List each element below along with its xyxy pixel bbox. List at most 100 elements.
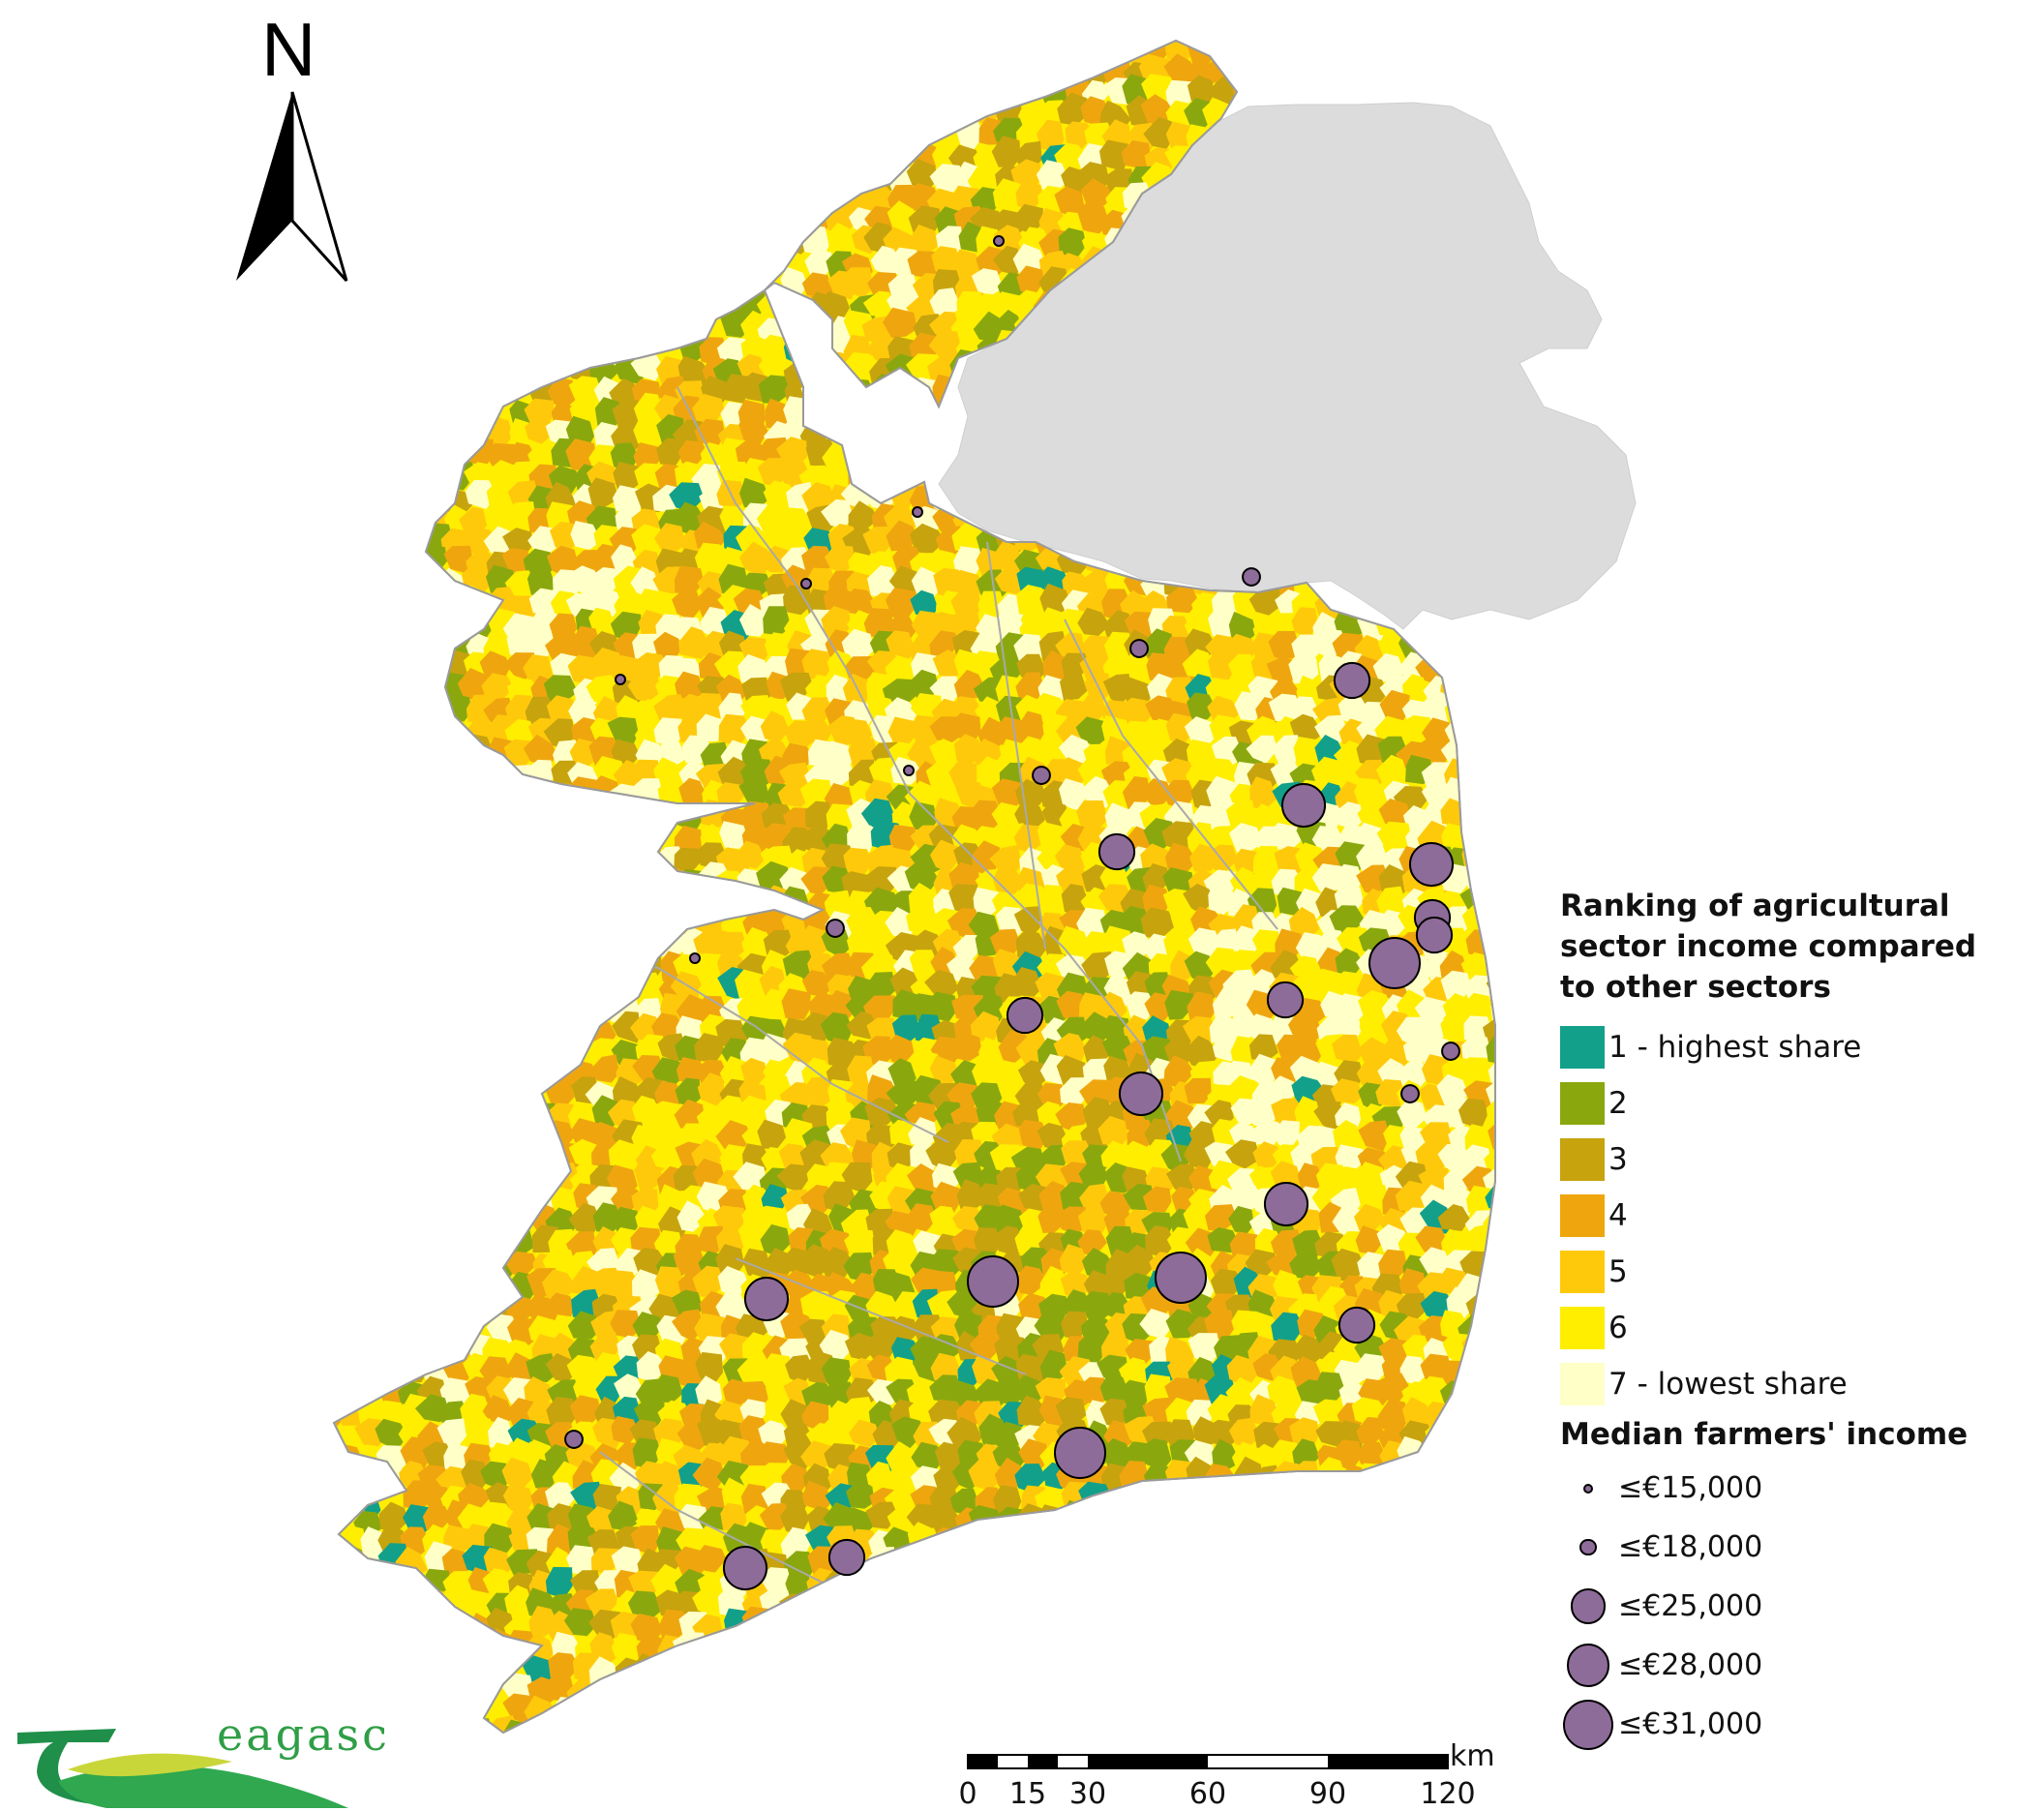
ranking-cell [929, 839, 960, 873]
ranking-cell [361, 338, 389, 367]
ranking-cell [1315, 1649, 1349, 1679]
ranking-cell [1462, 800, 1494, 830]
ranking-cell [786, 316, 814, 346]
ranking-cell [825, 100, 855, 131]
ranking-cell [334, 737, 364, 769]
ranking-cell [973, 41, 1006, 67]
ranking-cell [398, 1247, 429, 1280]
ranking-cell [1465, 754, 1495, 790]
ranking-cell [659, 142, 690, 174]
ranking-cell [373, 651, 407, 681]
ranking-cell [738, 222, 768, 254]
ranking-cell [1162, 1654, 1192, 1686]
ranking-cell [1183, 883, 1217, 912]
ranking-cell [785, 1690, 819, 1722]
ranking-cell [400, 1143, 429, 1174]
ranking-cell [396, 1062, 429, 1091]
ranking-cell [1266, 1251, 1299, 1280]
ranking-cell [335, 394, 366, 425]
ranking-cell [843, 588, 877, 617]
ranking-cell [677, 267, 708, 295]
ranking-cell [569, 312, 604, 341]
ranking-cell [568, 847, 597, 879]
ranking-cell [421, 183, 454, 210]
ranking-cell [1375, 1700, 1408, 1731]
ranking-cell [892, 1694, 921, 1726]
ranking-cell [336, 1332, 366, 1361]
ranking-cell [1421, 1526, 1453, 1553]
ranking-cell [1058, 734, 1093, 766]
ranking-cell [627, 673, 662, 702]
ranking-cell [353, 1614, 388, 1646]
ranking-cell [956, 290, 984, 321]
ranking-cell [1118, 1357, 1151, 1386]
ranking-cell [421, 805, 450, 834]
ranking-cell [585, 1588, 618, 1616]
ranking-cell [417, 904, 448, 937]
ranking-cell [572, 121, 604, 151]
ranking-cell [591, 119, 623, 150]
ranking-cell [799, 1635, 830, 1664]
ranking-cell [1488, 951, 1495, 982]
ranking-cell [1016, 1265, 1047, 1295]
ranking-cell [334, 1079, 366, 1110]
ranking-cell [501, 77, 533, 106]
ranking-cell [1099, 1373, 1129, 1406]
ranking-cell [373, 1567, 406, 1599]
ranking-cell [1251, 1692, 1282, 1722]
ranking-cell [868, 1675, 900, 1706]
ranking-cell [595, 886, 626, 917]
ranking-cell [887, 391, 915, 424]
ranking-cell [906, 104, 938, 131]
ranking-cell [1014, 203, 1043, 234]
ranking-cell [677, 41, 710, 48]
ranking-cell [395, 1628, 429, 1657]
ranking-cell [529, 1164, 557, 1196]
ranking-cell [462, 41, 491, 63]
ranking-cell [1058, 1655, 1091, 1687]
ranking-cell [589, 309, 620, 342]
ranking-cell [375, 505, 408, 537]
ranking-cell [614, 158, 647, 189]
ranking-cell [947, 1290, 980, 1320]
ranking-cell [866, 1615, 897, 1646]
ranking-cell [350, 758, 381, 790]
ranking-cell [1097, 1571, 1132, 1602]
ranking-cell [693, 227, 724, 258]
ranking-cell [336, 308, 370, 340]
ranking-cell [1466, 777, 1495, 813]
ranking-cell [718, 56, 752, 88]
ranking-cell [1463, 1674, 1495, 1704]
ranking-cell [415, 1190, 447, 1220]
ranking-cell [401, 166, 433, 197]
ranking-cell [505, 100, 536, 128]
ranking-cell [992, 178, 1023, 214]
ranking-cell [844, 1678, 876, 1708]
income-symbol [1583, 1483, 1593, 1494]
ranking-cell [755, 1205, 789, 1233]
ranking-cell [421, 1165, 453, 1195]
ranking-cell [1422, 1506, 1457, 1537]
ranking-cell [1417, 1566, 1449, 1599]
ranking-cell [778, 98, 812, 126]
ranking-cell [634, 1161, 664, 1192]
ranking-cell [1291, 1546, 1325, 1578]
ranking-cell [334, 929, 344, 959]
ranking-cell [738, 96, 770, 127]
ranking-cell [466, 1211, 497, 1241]
ranking-cell [611, 971, 642, 998]
ranking-cell [972, 1546, 1001, 1580]
ranking-cell [995, 52, 1023, 88]
ranking-cell [354, 867, 387, 896]
ranking-cell [356, 1331, 390, 1366]
ranking-cell [1417, 1587, 1449, 1619]
ranking-cell [1334, 885, 1364, 913]
county-boundary [986, 541, 1046, 950]
ranking-cell [1078, 1611, 1113, 1643]
ranking-cell [932, 1590, 963, 1620]
ranking-cell [821, 606, 851, 639]
ranking-cell [1488, 1480, 1495, 1509]
ranking-cell [1460, 1694, 1489, 1726]
ranking-cell [1184, 951, 1215, 983]
ranking-cell [907, 1163, 940, 1198]
